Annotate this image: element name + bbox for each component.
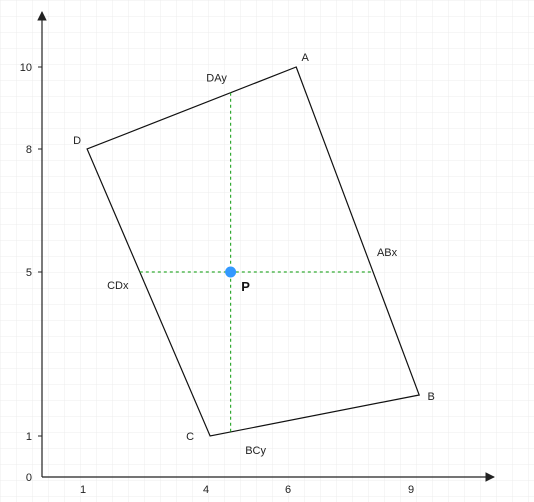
rectangle-abcd bbox=[86, 66, 421, 437]
x-tick-label-4: 4 bbox=[203, 484, 209, 496]
label-bcy: BCy bbox=[245, 445, 266, 457]
x-tick-label-6: 6 bbox=[285, 484, 291, 496]
y-tick-label-10: 10 bbox=[20, 62, 32, 74]
y-tick-label-5: 5 bbox=[26, 267, 32, 279]
vertex-label-B: B bbox=[428, 391, 435, 403]
point-p-marker bbox=[225, 266, 237, 278]
point-p-label: P bbox=[241, 279, 250, 294]
vertex-label-C: C bbox=[186, 431, 194, 443]
vertex-label-D: D bbox=[73, 135, 81, 147]
vertex-label-A: A bbox=[302, 52, 310, 64]
label-abx: ABx bbox=[377, 247, 398, 259]
label-day: DAy bbox=[206, 73, 227, 85]
x-tick-label-9: 9 bbox=[408, 484, 414, 496]
y-tick-label-1: 1 bbox=[26, 431, 32, 443]
label-cdx: CDx bbox=[107, 280, 129, 292]
y-tick-label-8: 8 bbox=[26, 144, 32, 156]
x-tick-label-1: 1 bbox=[80, 484, 86, 496]
y-tick-label-0: 0 bbox=[26, 472, 32, 484]
